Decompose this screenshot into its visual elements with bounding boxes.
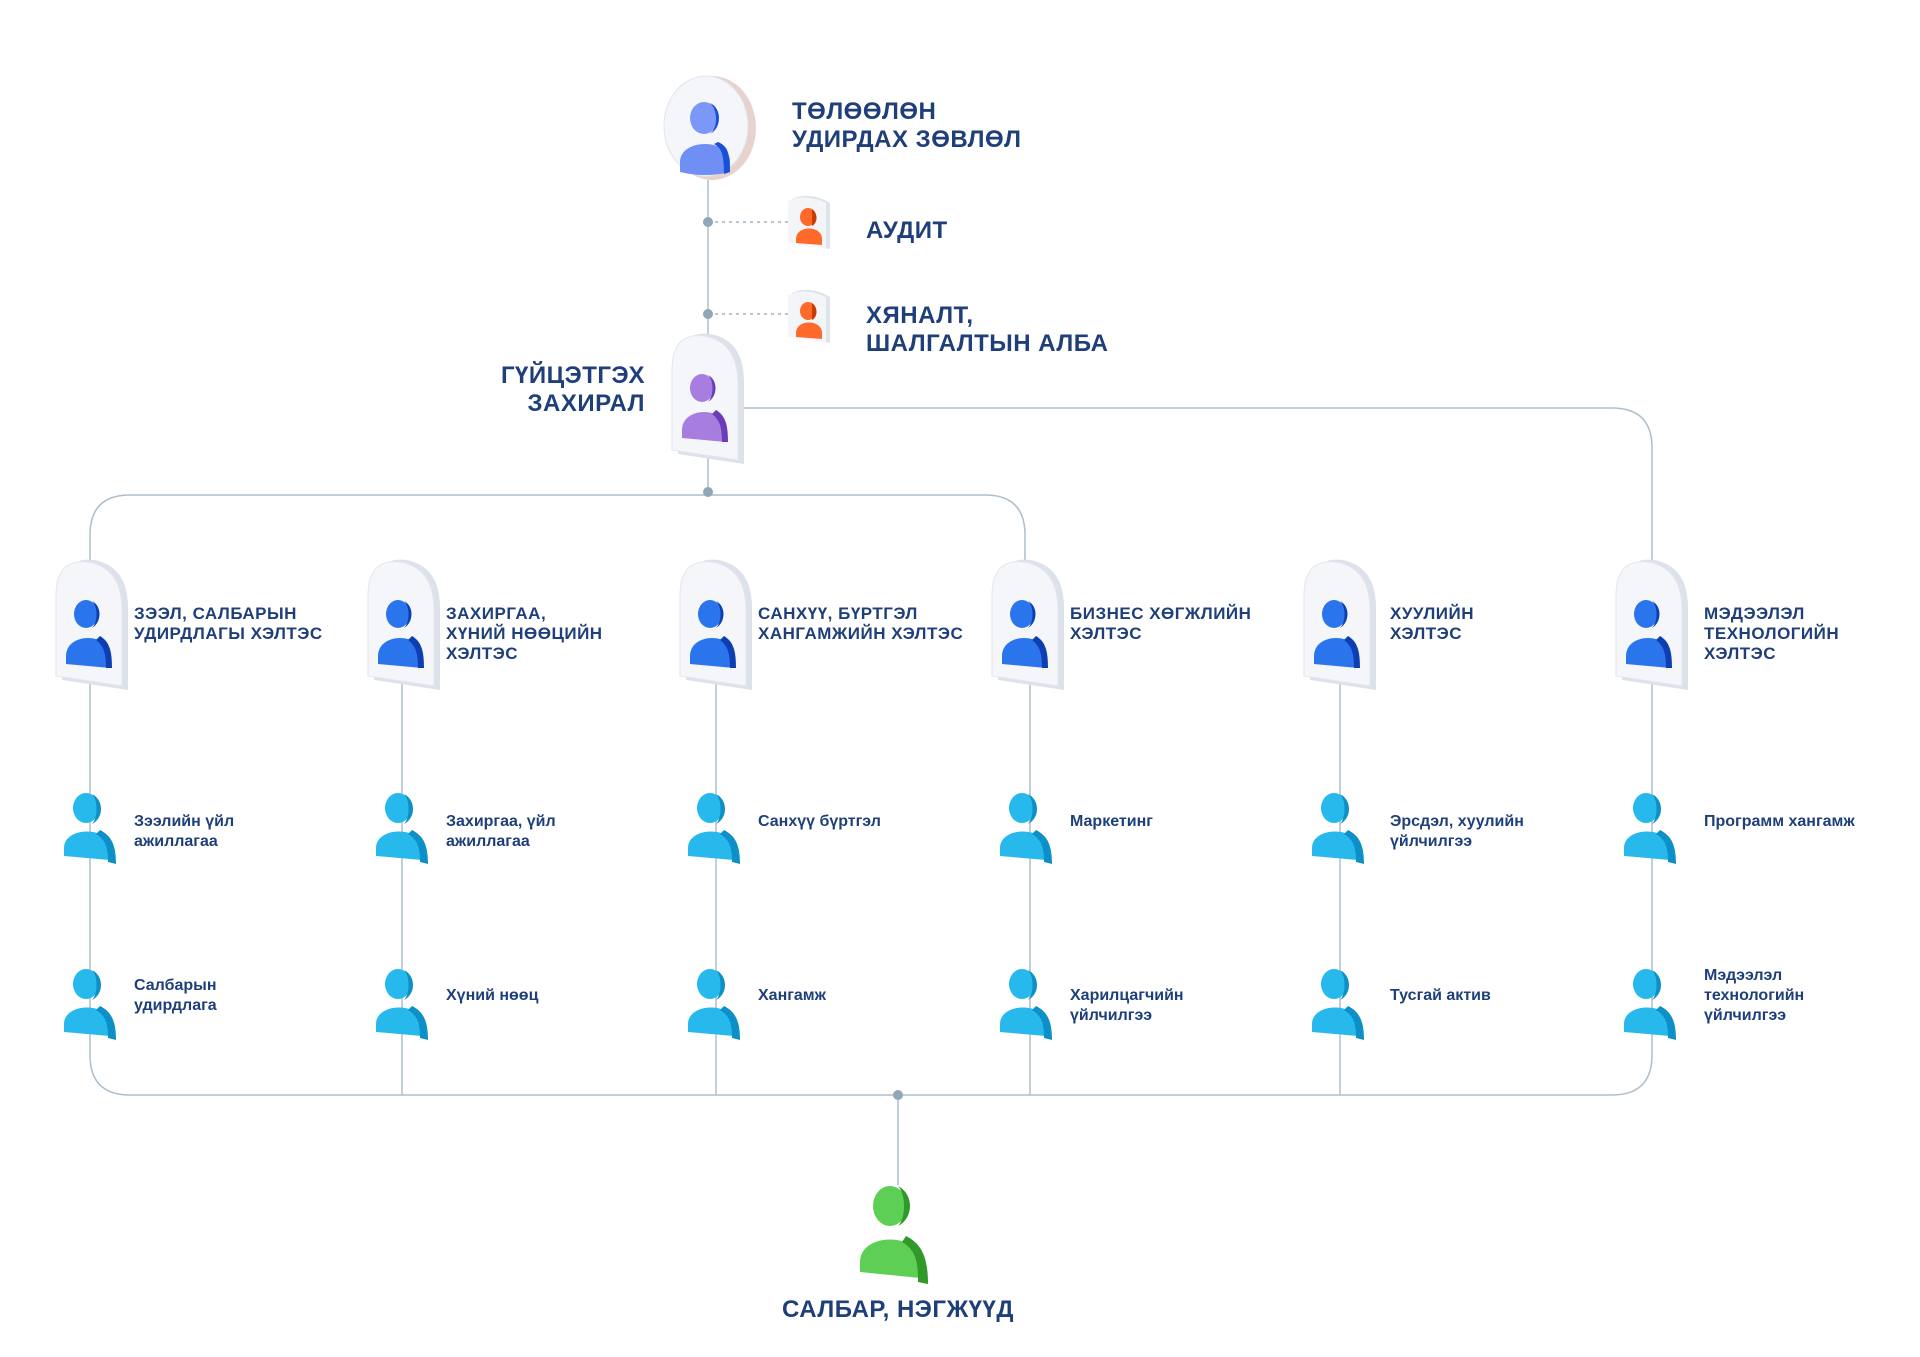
unit-2-1-label: Захиргаа, үйл ажиллагаа <box>446 813 556 850</box>
unit-3-2-label: Хангамж <box>758 987 826 1004</box>
unit-4-2-label: Харилцагчийн үйлчилгээ <box>1070 987 1184 1024</box>
control-node-dot <box>703 309 713 319</box>
ceo-badge-icon <box>671 333 744 464</box>
control-label: Хяналт, шалгалтын алба <box>866 302 1109 357</box>
dept-5-badge-icon <box>1303 559 1376 690</box>
unit-4-1-label: Маркетинг <box>1070 813 1153 830</box>
person-icon <box>1002 600 1048 668</box>
dept-5-label: Хуулийн хэлтэс <box>1390 604 1474 643</box>
dept-1-badge-icon <box>55 559 128 690</box>
unit-5-2-label: Тусгай актив <box>1390 987 1491 1004</box>
unit-1-1-label: Зээлийн үйл ажиллагаа <box>134 813 235 850</box>
ceo-it-link <box>740 407 1653 590</box>
control-badge-icon <box>788 289 830 343</box>
unit-5-1-person-icon <box>1312 793 1364 864</box>
unit-2-2-person-icon <box>376 969 428 1040</box>
branch-bus-dot <box>893 1090 903 1100</box>
unit-3-1-label: Санхүү бүртгэл <box>758 813 881 830</box>
ceo-dept-bus <box>89 494 1026 590</box>
person-icon <box>1626 600 1672 668</box>
unit-3-2-person-icon <box>688 969 740 1040</box>
dept-1-label: Зээл, салбарын удирдлагы хэлтэс <box>134 604 323 643</box>
ceo-bus-dot <box>703 487 713 497</box>
person-icon <box>66 600 112 668</box>
branch-bus <box>89 1054 1653 1096</box>
board-badge-icon <box>663 75 756 180</box>
unit-4-1-person-icon <box>1000 793 1052 864</box>
person-icon <box>796 302 822 339</box>
dept-6-badge-icon <box>1615 559 1688 690</box>
unit-1-2-label: Салбарын удирдлага <box>134 977 217 1014</box>
person-icon <box>690 600 736 668</box>
dept-6-label: Мэдээлэл технологийн хэлтэс <box>1704 604 1840 663</box>
unit-5-2-person-icon <box>1312 969 1364 1040</box>
audit-badge-icon <box>788 195 830 249</box>
board-label: Төлөөлөн удирдах зөвлөл <box>792 98 1022 153</box>
person-icon <box>680 102 730 175</box>
unit-1-1-person-icon <box>64 793 116 864</box>
unit-4-2-person-icon <box>1000 969 1052 1040</box>
person-icon <box>682 374 728 442</box>
dept-3-label: Санхүү, бүртгэл хангамжийн хэлтэс <box>758 604 964 643</box>
dept-4-label: Бизнес хөгжлийн хэлтэс <box>1070 604 1252 643</box>
unit-3-1-person-icon <box>688 793 740 864</box>
unit-1-2-person-icon <box>64 969 116 1040</box>
unit-6-1-person-icon <box>1624 793 1676 864</box>
ceo-label: Гүйцэтгэх захирал <box>500 362 645 417</box>
dept-3-badge-icon <box>679 559 752 690</box>
audit-node-dot <box>703 217 713 227</box>
unit-6-2-person-icon <box>1624 969 1676 1040</box>
audit-label: Аудит <box>866 217 948 244</box>
branches-label: Салбар, нэгжүүд <box>782 1296 1014 1323</box>
unit-6-2-label: Мэдээлэл технологийн үйлчилгээ <box>1704 967 1805 1024</box>
dept-2-label: Захиргаа, хүний нөөцийн хэлтэс <box>446 604 603 663</box>
person-icon <box>796 208 822 245</box>
unit-2-1-person-icon <box>376 793 428 864</box>
branches-person-icon <box>860 1186 928 1284</box>
unit-2-2-label: Хүний нөөц <box>446 987 539 1004</box>
person-icon <box>378 600 424 668</box>
unit-6-1-label: Программ хангамж <box>1704 813 1855 830</box>
dept-4-badge-icon <box>991 559 1064 690</box>
dept-2-badge-icon <box>367 559 440 690</box>
unit-5-1-label: Эрсдэл, хуулийн үйлчилгээ <box>1390 813 1524 850</box>
person-icon <box>1314 600 1360 668</box>
